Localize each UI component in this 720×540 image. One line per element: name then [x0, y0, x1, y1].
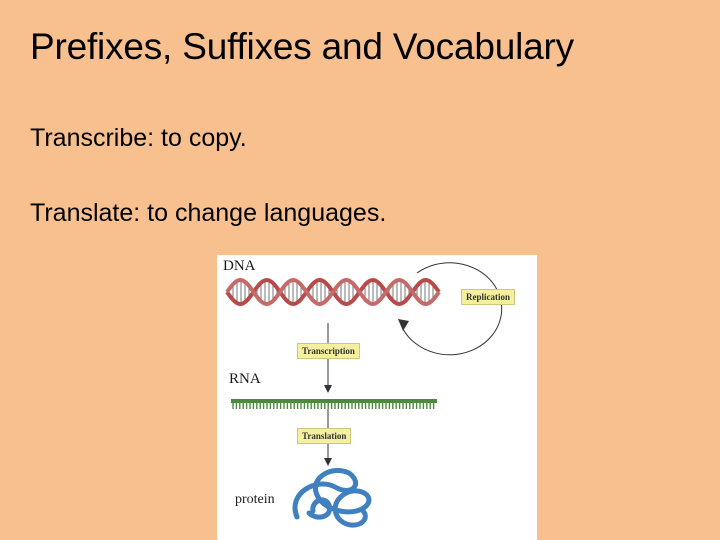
replication-label: Replication — [461, 289, 515, 305]
replication-cycle-arrow — [398, 262, 503, 356]
transcription-label: Transcription — [297, 343, 360, 359]
rna-label: RNA — [229, 371, 261, 387]
slide-title: Prefixes, Suffixes and Vocabulary — [30, 26, 574, 67]
protein-label: protein — [235, 492, 275, 507]
central-dogma-diagram: DNA RNA protein Replication Transcriptio… — [217, 255, 537, 540]
definition-translate: Translate: to change languages. — [30, 199, 387, 227]
dna-helix — [225, 277, 441, 307]
definition-transcribe: Transcribe: to copy. — [30, 124, 247, 152]
dna-label: DNA — [223, 258, 256, 274]
rna-strand — [231, 399, 437, 409]
translation-label: Translation — [297, 428, 352, 444]
protein-structure — [292, 467, 372, 528]
